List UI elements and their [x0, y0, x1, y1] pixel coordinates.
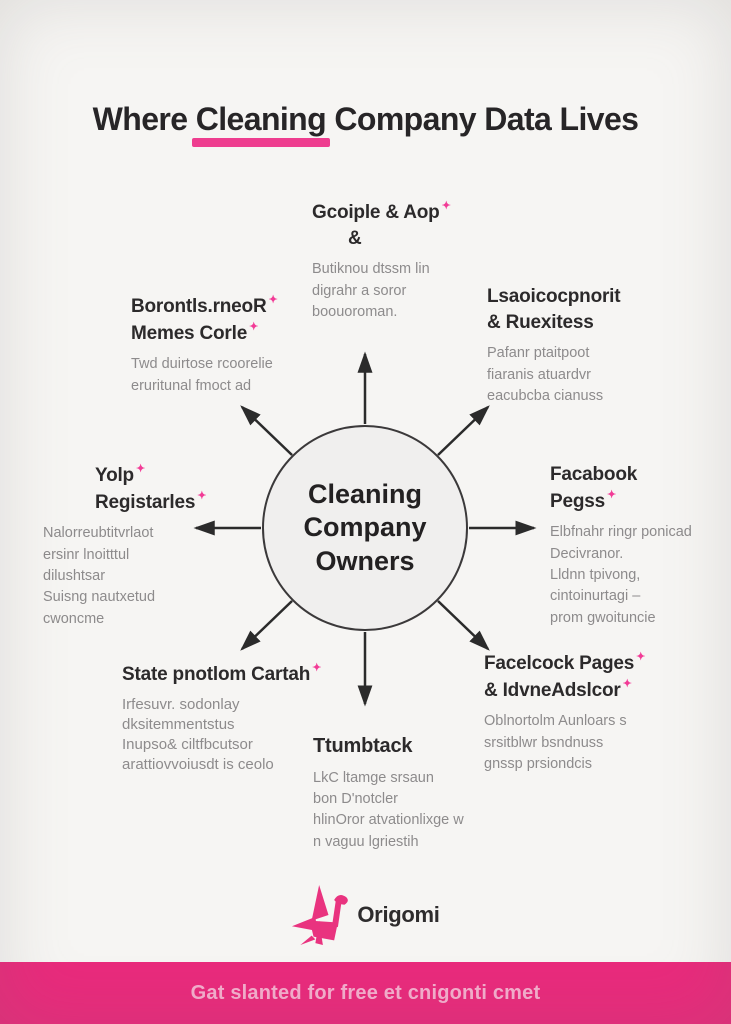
- central-hub-circle: Cleaning Company Owners: [262, 425, 468, 631]
- node-body-line: Elbfnahr ringr ponicad: [550, 524, 692, 541]
- arrow-southwest: [240, 600, 293, 651]
- node-body-line: cwoncme: [43, 610, 105, 627]
- node-heading: Yolp✦Registarles✦: [95, 463, 207, 514]
- footer-cta-text: Gat slanted for free et cnigonti cmet: [190, 981, 541, 1004]
- node-body-line: Irfesuvr. sodonlay: [122, 696, 240, 714]
- sparkle-icon: ✦: [197, 490, 207, 503]
- node-body-line: gnssp prsiondcis: [484, 756, 592, 773]
- node-body-line: Butiknou dtssm lin: [312, 261, 430, 278]
- sparkle-icon: ✦: [249, 321, 259, 334]
- node-google-app: Gcoiple & Aop✦& Butiknou dtssm lin digra…: [312, 199, 487, 323]
- node-heading: Gcoiple & Aop✦&: [312, 199, 487, 252]
- brand-logo: Origomi: [0, 882, 731, 948]
- sparkle-icon: ✦: [135, 463, 145, 475]
- title-highlighted-word: Cleaning: [195, 101, 327, 137]
- node-state-portal: State pnotlom Cartah✦ Irfesuvr. sodonlay…: [122, 661, 372, 774]
- node-body-line: n vaguu lgriestih: [313, 833, 419, 850]
- node-heading: State pnotlom Cartah✦: [122, 662, 322, 685]
- node-body-line: Oblnortolm Aunloars s: [484, 713, 627, 730]
- node-body-line: Decivranor.: [550, 545, 624, 562]
- arrow-northeast: [437, 405, 490, 456]
- node-body-line: hlinOror atvationlixge w: [313, 812, 464, 829]
- sparkle-icon: ✦: [622, 678, 632, 691]
- node-body-line: dksitemmentstus: [122, 716, 235, 734]
- node-body-line: Pafanr ptaitpoot: [487, 345, 590, 362]
- node-body-line: LkC ltamge srsaun: [313, 769, 434, 786]
- node-facebook-pages-nextdoor: Facelcock Pages✦& IdvneAdslcor✦ Oblnorto…: [484, 650, 719, 775]
- node-body-line: digrahr a soror: [312, 282, 407, 299]
- origami-crane-icon: [292, 885, 349, 945]
- hub-label: Cleaning Company Owners: [303, 478, 427, 576]
- node-body-line: eacubcba cianuss: [487, 388, 604, 405]
- node-body: Butiknou dtssm lin digrahr a soror boouo…: [312, 259, 487, 323]
- node-body-line: bon D'notcler: [313, 790, 398, 807]
- node-body-line: eruritunal fmoct ad: [131, 377, 252, 394]
- node-heading: Ttumbtack: [313, 735, 413, 757]
- node-body: Twd duirtose rcoorelie eruritunal fmoct …: [131, 354, 341, 397]
- node-body-line: dilushtsar: [43, 568, 106, 585]
- node-body-line: cintoinurtagi –: [550, 588, 641, 605]
- node-body-line: boouoroman.: [312, 304, 398, 321]
- node-body-line: fiaranis atuardvr: [487, 366, 591, 383]
- node-body: Nalorreubtitvrlaot ersinr lnoitttul dilu…: [43, 523, 228, 630]
- sparkle-icon: ✦: [268, 294, 278, 306]
- node-body-line: prom gwoituncie: [550, 609, 656, 626]
- node-heading: Lsaoicocpnorit& Ruexitess: [487, 286, 621, 334]
- sparkle-icon: ✦: [636, 651, 646, 663]
- node-body-line: Inupso& ciltfbcutsor: [122, 735, 253, 753]
- node-body: Pafanr ptaitpoot fiaranis atuardvr eacub…: [487, 343, 672, 407]
- title-pre: Where: [92, 101, 196, 137]
- node-body-line: arattiovvoiusdt is ceolo: [122, 755, 274, 773]
- node-body-line: Nalorreubtitvrlaot: [43, 525, 154, 542]
- node-body: Irfesuvr. sodonlay dksitemmentstus Inups…: [122, 695, 372, 774]
- node-body-line: srsitblwr bsndnuss: [484, 734, 604, 751]
- node-heading: Borontls.rneoR✦Memes Corle✦: [131, 294, 278, 345]
- node-body: Elbfnahr ringr ponicad Decivranor. Lldnn…: [550, 522, 728, 629]
- node-body-line: Twd duirtose rcoorelie: [131, 356, 273, 373]
- node-lsaoicocpnorit: Lsaoicocpnorit& Ruexitess Pafanr ptaitpo…: [487, 284, 672, 407]
- arrow-southeast: [437, 600, 490, 651]
- node-thumbtack: Ttumbtack LkC ltamge srsaun bon D'notcle…: [313, 733, 508, 853]
- node-body-line: Suisng nautxetud: [43, 589, 156, 606]
- sparkle-icon: ✦: [312, 662, 322, 674]
- node-heading-line2: &: [348, 228, 362, 250]
- node-body-line: Lldnn tpivong,: [550, 567, 641, 584]
- node-body-line: ersinr lnoitttul: [43, 546, 130, 563]
- page-title: Where Cleaning Company Data Lives: [0, 101, 731, 138]
- node-yelp-registries: Yolp✦Registarles✦ Nalorreubtitvrlaot ers…: [43, 462, 228, 630]
- arrow-northwest: [240, 405, 293, 456]
- footer-cta-banner: Gat slanted for free et cnigonti cmet: [0, 962, 731, 1024]
- sparkle-icon: ✦: [441, 200, 451, 212]
- node-memes-corle: Borontls.rneoR✦Memes Corle✦ Twd duirtose…: [131, 293, 341, 397]
- node-heading: Facelcock Pages✦& IdvneAdslcor✦: [484, 651, 646, 702]
- node-body: Oblnortolm Aunloars s srsitblwr bsndnuss…: [484, 711, 719, 775]
- node-body: LkC ltamge srsaun bon D'notcler hlinOror…: [313, 768, 508, 853]
- title-post: Company Data Lives: [326, 101, 639, 137]
- brand-name: Origomi: [357, 902, 440, 927]
- sparkle-icon: ✦: [606, 489, 617, 502]
